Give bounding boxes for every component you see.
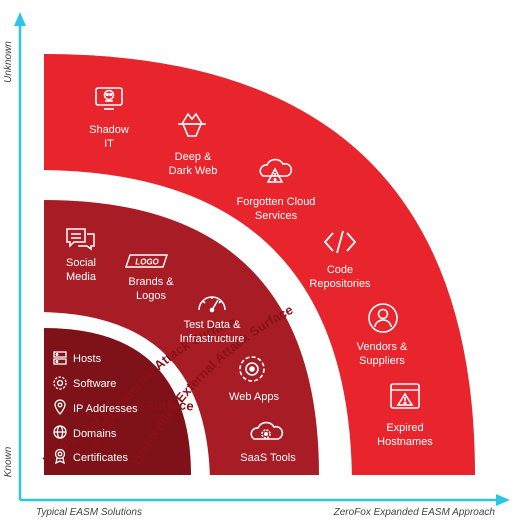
item-label: Brands &	[128, 276, 174, 288]
inner-item-domains: Domains	[53, 425, 117, 440]
globe-icon	[53, 425, 67, 439]
middle-item-test-data: Test Data & Infrastructure	[180, 296, 245, 345]
middle-item-saas-tools: SaaS Tools	[240, 421, 296, 464]
item-label: Vendors &	[357, 341, 408, 353]
item-label: Code	[327, 264, 353, 276]
item-label: Dark Web	[169, 165, 218, 177]
location-pin-icon	[54, 399, 66, 416]
item-label: Suppliers	[359, 355, 405, 367]
logo-badge-text: LOGO	[135, 258, 159, 267]
item-label: Services	[255, 210, 298, 222]
server-icon	[53, 351, 67, 365]
item-label: IT	[104, 138, 114, 150]
chat-bubbles-icon	[66, 228, 95, 251]
axes: Unknown Known Typical EASM Solutions Zer…	[3, 12, 510, 518]
item-label: Hostnames	[377, 436, 433, 448]
y-axis-arrow	[14, 12, 26, 26]
iceberg-icon	[178, 112, 206, 137]
item-label: Software	[73, 378, 116, 390]
rings	[36, 54, 475, 486]
item-label: SaaS Tools	[240, 452, 296, 464]
item-label: IP Addresses	[73, 403, 138, 415]
item-label: Domains	[73, 428, 117, 440]
inner-item-software: Software	[53, 376, 116, 390]
middle-item-brands-logos: LOGO Brands & Logos	[125, 254, 174, 302]
outer-item-code-repositories: Code Repositories	[309, 230, 371, 290]
outer-item-deep-dark-web: Deep & Dark Web	[169, 112, 218, 177]
inner-item-hosts: Hosts	[53, 351, 102, 365]
browser-warning-icon	[390, 383, 420, 409]
item-label: Test Data &	[184, 319, 242, 331]
inner-item-ip-addresses: IP Addresses	[54, 399, 138, 416]
inner-item-certificates: Certificates	[54, 448, 129, 465]
item-label: Shadow	[89, 124, 129, 136]
cloud-warning-icon	[259, 158, 293, 183]
outer-item-expired-hostnames: Expired Hostnames	[377, 383, 433, 448]
item-label: Infrastructure	[180, 333, 245, 345]
outer-item-shadow-it: Shadow IT	[89, 87, 129, 150]
item-label: Logos	[136, 290, 166, 302]
cloud-gear-icon	[250, 421, 284, 440]
item-label: Social	[66, 257, 96, 269]
inner-ring-band	[44, 328, 191, 475]
item-label: Media	[66, 271, 97, 283]
item-label: Hosts	[73, 353, 102, 365]
web-gear-icon	[239, 356, 265, 382]
item-label: Repositories	[309, 278, 371, 290]
y-axis-bottom-label: Known	[3, 446, 14, 477]
y-axis-top-label: Unknown	[3, 41, 14, 83]
outer-item-vendors: Vendors & Suppliers	[357, 303, 408, 367]
user-circle-icon	[368, 303, 398, 333]
item-label: Forgotten Cloud	[237, 196, 316, 208]
item-label: Certificates	[73, 452, 129, 464]
middle-item-web-apps: Web Apps	[229, 356, 279, 403]
item-label: Expired	[386, 422, 423, 434]
item-label: Deep &	[175, 151, 212, 163]
item-label: Web Apps	[229, 391, 279, 403]
logo-badge-icon: LOGO	[125, 254, 168, 268]
code-icon	[323, 230, 357, 254]
gauge-icon	[198, 296, 226, 313]
gear-icon	[53, 376, 67, 390]
skull-monitor-icon	[95, 87, 123, 110]
outer-item-forgotten-cloud: Forgotten Cloud Services	[237, 158, 316, 222]
middle-item-social-media: Social Media	[66, 228, 97, 283]
x-axis-right-label: ZeroFox Expanded EASM Approach	[333, 507, 496, 518]
inner-list: Hosts Software IP Addresses Domains	[53, 351, 138, 465]
certificate-icon	[54, 448, 66, 465]
x-axis-arrow	[496, 494, 510, 506]
x-axis-left-label: Typical EASM Solutions	[36, 507, 142, 518]
